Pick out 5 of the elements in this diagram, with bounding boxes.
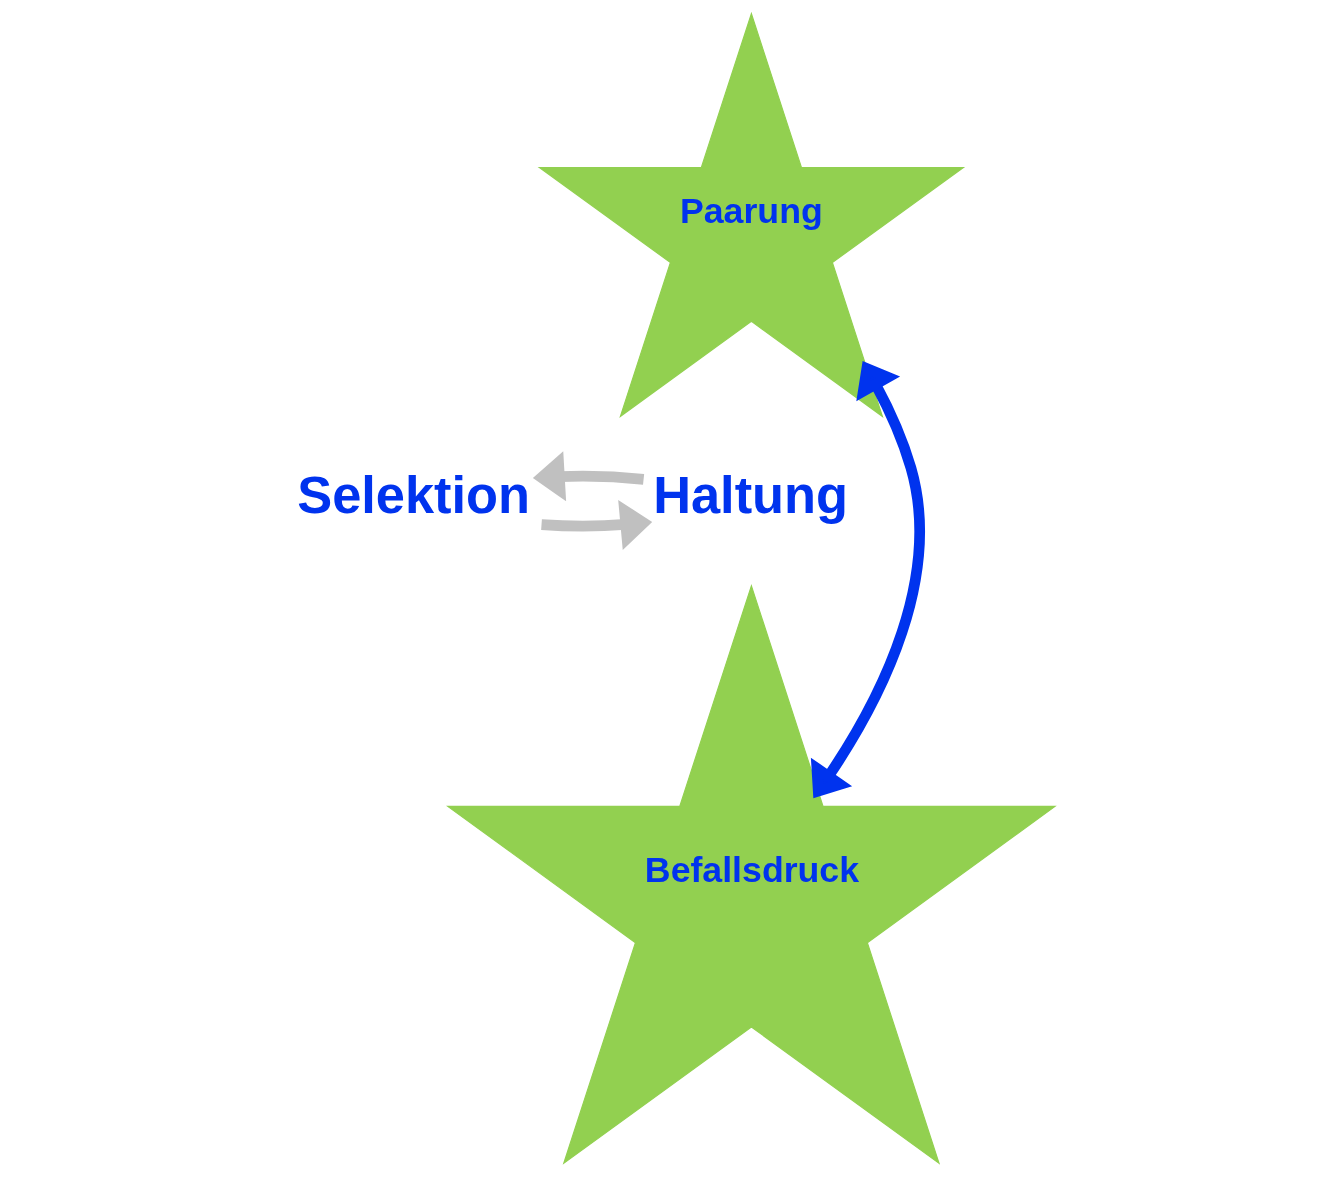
- arrow: [541, 499, 653, 550]
- node-text: Haltung: [653, 466, 849, 525]
- arrow: [810, 361, 925, 799]
- node-text: Selektion: [297, 466, 531, 525]
- arrow: [532, 451, 645, 502]
